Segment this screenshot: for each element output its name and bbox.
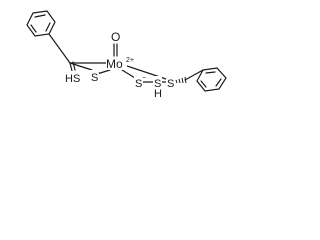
svg-text:−: −: [98, 70, 102, 77]
bond-carbon-to-s-left: [69, 62, 93, 71]
bond-ring-to-carbon: [48, 33, 71, 64]
atom-molybdenum: Mo 2+: [106, 57, 134, 71]
atom-sulfur-right: S: [166, 76, 175, 90]
atom-oxygen: O: [110, 30, 120, 44]
bond-mo-oxo: [113, 43, 118, 57]
svg-text:H: H: [154, 88, 162, 100]
bond-ch2-to-ring: [184, 69, 204, 81]
atom-thiolate-left: S −: [90, 70, 102, 84]
svg-text:HS: HS: [65, 73, 80, 85]
svg-text:O: O: [111, 30, 120, 44]
svg-text:−: −: [142, 75, 146, 82]
svg-text:S: S: [167, 78, 174, 90]
phenyl-ring-left: [26, 10, 56, 37]
bond-mo-to-s-mid: [121, 69, 136, 79]
atom-sulfur-h: S: [153, 76, 162, 90]
atom-hydrogen: H: [154, 88, 162, 100]
svg-text:S: S: [135, 78, 142, 90]
svg-text:S: S: [154, 78, 161, 90]
svg-text:S: S: [91, 72, 98, 84]
atom-hs-left: HS: [64, 71, 80, 85]
molecule-diagram: O Mo 2+ HS S − S − S H S: [26, 10, 227, 100]
bond-mo-to-s-left: [96, 69, 111, 75]
atom-thiolate-mid: S −: [134, 75, 146, 90]
svg-text:Mo: Mo: [106, 57, 123, 71]
phenyl-ring-right: [196, 67, 227, 92]
svg-text:2+: 2+: [126, 57, 134, 64]
